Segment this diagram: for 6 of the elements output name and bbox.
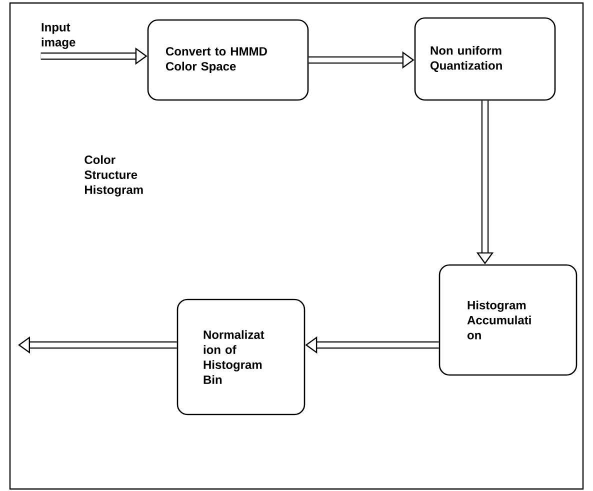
output-label: Color Structure Histogram — [84, 155, 143, 196]
process-box: Convert to HMMD Color Space — [147, 19, 309, 101]
input-label: Input image — [42, 23, 76, 49]
process-box: Histogram Accumulati on — [438, 264, 578, 376]
process-box: Normalizat ion of Histogram Bin — [176, 298, 306, 416]
process-box: Non uniform Quantization — [414, 17, 556, 101]
